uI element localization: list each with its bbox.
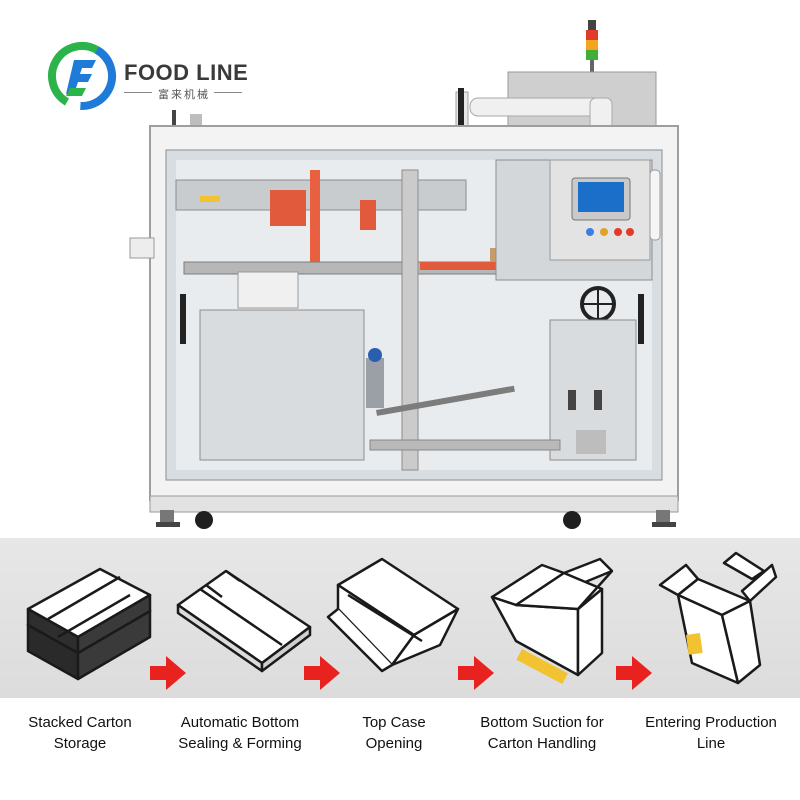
caption-line: Line: [696, 735, 726, 752]
step-caption-bottom-sealing: Automatic Bottom Sealing & Forming: [160, 712, 320, 754]
caption-line: Automatic Bottom: [180, 714, 300, 731]
red-arrow-icon: [304, 656, 340, 690]
caption-line: Sealing & Forming: [178, 735, 302, 752]
carton-erector-machine-illustration: [129, 20, 679, 529]
red-arrow-icon: [150, 656, 186, 690]
caption-line: Stacked Carton: [28, 714, 132, 731]
brand-divider-right: [214, 92, 242, 93]
red-arrow-icon: [616, 656, 652, 690]
brand-subtitle: 富来机械: [158, 89, 210, 101]
caption-line: Entering Production: [645, 714, 777, 731]
open-carton-icon: [658, 551, 778, 685]
step-caption-production-line: Entering Production Line: [626, 712, 796, 754]
food-line-logo-icon: [48, 42, 116, 110]
brand-divider-left: [124, 92, 152, 93]
red-arrow-icon: [458, 656, 494, 690]
caption-line: Storage: [53, 735, 107, 752]
caption-line: Top Case: [362, 714, 426, 731]
stacked-cartons-icon: [26, 567, 152, 681]
step-caption-top-case-opening: Top Case Opening: [314, 712, 474, 754]
folded-carton-icon: [176, 569, 312, 673]
caption-line: Bottom Suction for: [480, 714, 604, 731]
carton-suction-icon: [490, 557, 614, 685]
caption-line: Opening: [365, 735, 423, 752]
step-caption-stacked-carton: Stacked Carton Storage: [0, 712, 160, 754]
step-caption-bottom-suction: Bottom Suction for Carton Handling: [462, 712, 622, 754]
brand-name: FOOD LINE: [124, 60, 249, 85]
product-photo-area: FOOD LINE 富来机械: [48, 20, 679, 529]
half-open-carton-icon: [326, 557, 460, 673]
caption-line: Carton Handling: [487, 735, 597, 752]
